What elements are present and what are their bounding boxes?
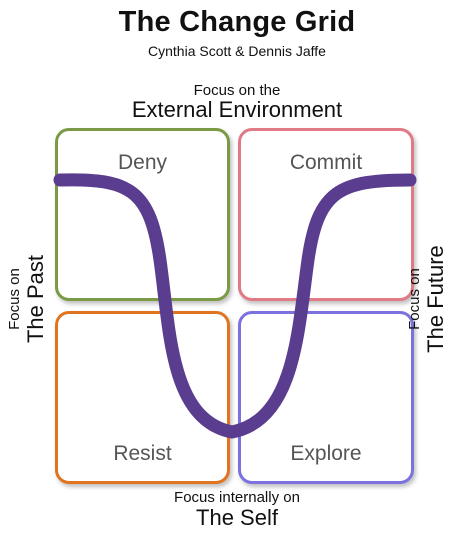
quadrant-explore: Explore — [238, 311, 414, 484]
axis-left-label: Focus on The Past — [6, 199, 48, 399]
quadrant-commit-label: Commit — [289, 151, 363, 174]
quadrant-resist-label: Resist — [113, 442, 172, 465]
quadrant-commit: Commit — [238, 128, 414, 301]
axis-left-small-label: Focus on — [6, 268, 23, 330]
axis-bottom-small-label: Focus internally on — [174, 489, 300, 506]
diagram-title: The Change Grid — [118, 6, 356, 38]
quadrant-resist: Resist — [55, 311, 230, 484]
quadrant-deny: Deny — [55, 128, 230, 301]
quadrant-deny-label: Deny — [117, 151, 168, 174]
axis-right-small-label: Focus on — [406, 268, 423, 330]
diagram-subtitle: Cynthia Scott & Dennis Jaffe — [148, 43, 326, 59]
axis-bottom-big-label: The Self — [196, 505, 278, 530]
axis-top-small-label: Focus on the — [193, 82, 281, 99]
axis-left-big-label: The Past — [22, 254, 48, 344]
quadrant-explore-label: Explore — [290, 442, 362, 465]
axis-top-big-label: External Environment — [131, 97, 343, 122]
axis-right-big-label: The Future — [422, 245, 448, 353]
axis-right-label: Focus on The Future — [406, 199, 448, 399]
